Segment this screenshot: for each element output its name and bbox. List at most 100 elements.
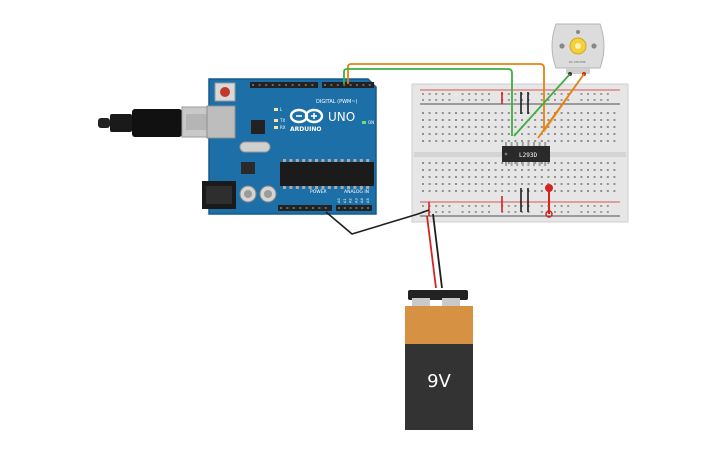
- bb-hole[interactable]: [521, 140, 523, 142]
- bb-hole[interactable]: [613, 119, 616, 121]
- bb-hole[interactable]: [428, 183, 431, 185]
- bb-hole[interactable]: [501, 112, 504, 114]
- bb-hole[interactable]: [567, 140, 570, 142]
- rail-hole[interactable]: [435, 99, 438, 101]
- rail-hole[interactable]: [560, 205, 563, 207]
- bb-hole[interactable]: [441, 126, 444, 128]
- bb-hole[interactable]: [474, 133, 477, 135]
- bb-hole[interactable]: [474, 112, 477, 114]
- bb-hole[interactable]: [422, 119, 424, 121]
- bb-hole[interactable]: [580, 176, 583, 178]
- bb-hole[interactable]: [560, 119, 563, 121]
- bb-hole[interactable]: [567, 190, 570, 192]
- rail-hole[interactable]: [606, 211, 609, 213]
- bb-hole[interactable]: [494, 126, 497, 128]
- bb-hole[interactable]: [580, 190, 583, 192]
- bb-hole[interactable]: [613, 162, 616, 164]
- rail-hole[interactable]: [560, 99, 563, 101]
- bb-hole[interactable]: [600, 169, 603, 171]
- bb-hole[interactable]: [488, 169, 490, 171]
- resistor[interactable]: [545, 184, 553, 218]
- rail-hole[interactable]: [567, 99, 570, 101]
- rail-hole[interactable]: [521, 211, 523, 213]
- bb-hole[interactable]: [587, 112, 589, 114]
- bb-hole[interactable]: [428, 190, 431, 192]
- bb-hole[interactable]: [481, 190, 484, 192]
- digital-pin[interactable]: [265, 84, 268, 86]
- bb-hole[interactable]: [606, 176, 609, 178]
- bb-hole[interactable]: [455, 126, 457, 128]
- bb-hole[interactable]: [560, 176, 563, 178]
- bb-hole[interactable]: [567, 176, 570, 178]
- rail-hole[interactable]: [448, 205, 451, 207]
- rail-hole[interactable]: [606, 205, 609, 207]
- rail-hole[interactable]: [560, 93, 563, 95]
- bb-hole[interactable]: [428, 133, 431, 135]
- bb-hole[interactable]: [527, 126, 530, 128]
- bb-hole[interactable]: [514, 112, 517, 114]
- bb-hole[interactable]: [514, 126, 517, 128]
- power-pin[interactable]: [286, 207, 289, 209]
- bb-hole[interactable]: [554, 140, 556, 142]
- bb-hole[interactable]: [448, 183, 451, 185]
- bb-hole[interactable]: [567, 112, 570, 114]
- rail-hole[interactable]: [587, 205, 589, 207]
- bb-hole[interactable]: [514, 119, 517, 121]
- bb-hole[interactable]: [554, 176, 556, 178]
- rail-hole[interactable]: [507, 93, 510, 95]
- bb-hole[interactable]: [547, 140, 550, 142]
- bb-hole[interactable]: [422, 169, 424, 171]
- bb-hole[interactable]: [461, 112, 464, 114]
- bb-hole[interactable]: [481, 126, 484, 128]
- bb-hole[interactable]: [547, 169, 550, 171]
- bb-hole[interactable]: [448, 126, 451, 128]
- bb-hole[interactable]: [494, 169, 497, 171]
- bb-hole[interactable]: [606, 126, 609, 128]
- bb-hole[interactable]: [448, 190, 451, 192]
- bb-hole[interactable]: [573, 112, 576, 114]
- bb-hole[interactable]: [435, 162, 438, 164]
- rail-hole[interactable]: [507, 99, 510, 101]
- digital-pin[interactable]: [258, 84, 261, 86]
- rail-hole[interactable]: [606, 93, 609, 95]
- reset-button[interactable]: [220, 87, 230, 97]
- bb-hole[interactable]: [560, 183, 563, 185]
- bb-hole[interactable]: [461, 190, 464, 192]
- bb-hole[interactable]: [422, 126, 424, 128]
- bb-hole[interactable]: [554, 162, 556, 164]
- bb-hole[interactable]: [448, 119, 451, 121]
- analog-pin[interactable]: [338, 207, 340, 209]
- bb-hole[interactable]: [521, 133, 523, 135]
- bb-hole[interactable]: [560, 140, 563, 142]
- rail-hole[interactable]: [580, 205, 583, 207]
- bb-hole[interactable]: [547, 112, 550, 114]
- rail-hole[interactable]: [547, 93, 550, 95]
- bb-hole[interactable]: [468, 140, 471, 142]
- bb-hole[interactable]: [461, 169, 464, 171]
- bb-hole[interactable]: [613, 190, 616, 192]
- bb-hole[interactable]: [573, 133, 576, 135]
- bb-hole[interactable]: [494, 112, 497, 114]
- bb-hole[interactable]: [474, 183, 477, 185]
- bb-hole[interactable]: [488, 176, 490, 178]
- bb-hole[interactable]: [507, 176, 510, 178]
- bb-hole[interactable]: [494, 140, 497, 142]
- rail-hole[interactable]: [481, 99, 484, 101]
- bb-hole[interactable]: [428, 169, 431, 171]
- bb-hole[interactable]: [560, 126, 563, 128]
- rail-hole[interactable]: [488, 211, 490, 213]
- bb-hole[interactable]: [573, 119, 576, 121]
- wire-green-motor[interactable]: [513, 73, 571, 137]
- bb-hole[interactable]: [507, 140, 510, 142]
- bb-hole[interactable]: [422, 176, 424, 178]
- rail-hole[interactable]: [600, 99, 603, 101]
- bb-hole[interactable]: [534, 126, 537, 128]
- bb-hole[interactable]: [474, 169, 477, 171]
- bb-hole[interactable]: [501, 140, 504, 142]
- bb-hole[interactable]: [587, 119, 589, 121]
- bb-hole[interactable]: [540, 112, 543, 114]
- bb-hole[interactable]: [560, 162, 563, 164]
- bb-hole[interactable]: [441, 133, 444, 135]
- bb-hole[interactable]: [534, 183, 537, 185]
- rail-hole[interactable]: [481, 211, 484, 213]
